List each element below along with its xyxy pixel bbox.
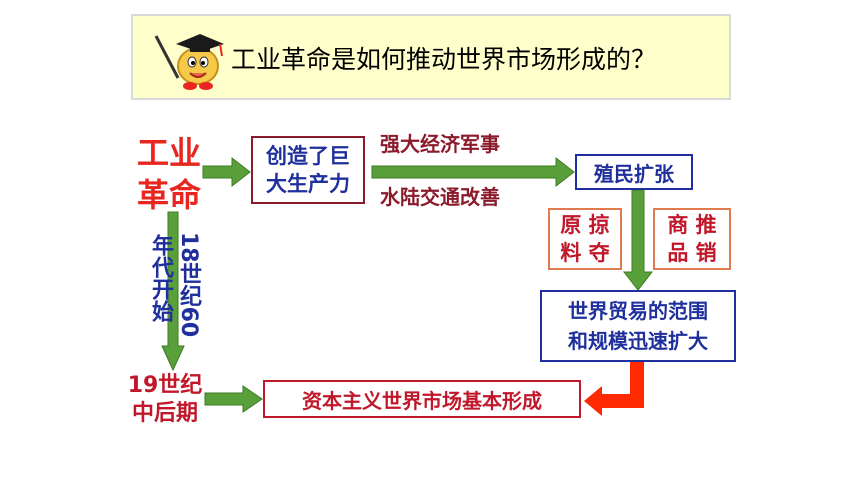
label-plunder-raw-materials: 原 掠 料 夺 (548, 208, 622, 270)
label-dump-goods: 商 推 品 销 (653, 208, 731, 270)
arrow-productivity-to-colonial (371, 156, 575, 188)
node-industrial-revolution: 工业 革命 (136, 134, 201, 214)
label-from-1760s-part1: 年代开始 (148, 234, 173, 322)
header-question: 工业革命是如何推动世界市场形成的？ (231, 45, 657, 74)
teacher-mascot-icon (154, 34, 224, 90)
node-create-productivity: 创造了巨 大生产力 (251, 136, 365, 204)
arrow-ir-to-productivity (202, 156, 251, 188)
node-mid-late-19th-century: 19世纪 中后期 (127, 373, 203, 426)
arrow-colonial-to-trade (622, 189, 654, 291)
label-from-1760s-part2: 18世纪60 (176, 232, 201, 338)
arrow-ir-to-19th (161, 211, 185, 372)
label-transport: 水陆交通改善 (380, 185, 500, 209)
node-world-market: 资本主义世界市场基本形成 (263, 380, 581, 418)
node-colonial-expansion: 殖民扩张 (575, 154, 693, 190)
arrow-19th-to-market (204, 385, 263, 413)
node-trade-expansion: 世界贸易的范围 和规模迅速扩大 (540, 290, 736, 362)
label-econ-military: 强大经济军事 (380, 132, 500, 156)
header-banner (131, 14, 731, 100)
arrow-trade-to-market (584, 362, 644, 416)
